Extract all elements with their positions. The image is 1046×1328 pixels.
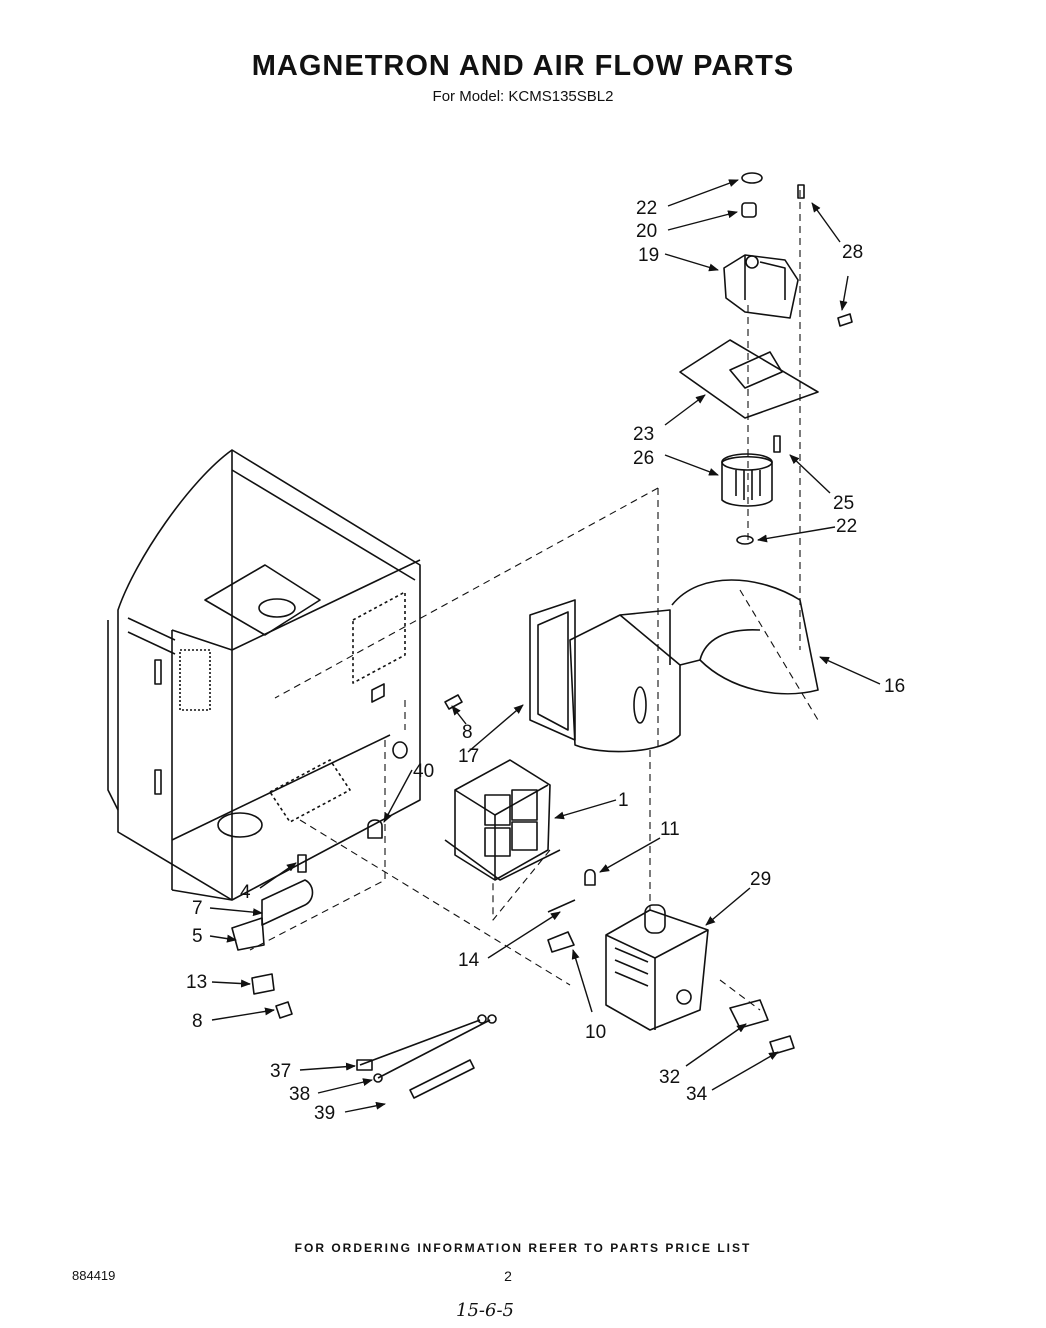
- wire-leads: [356, 1014, 497, 1099]
- document-number: 884419: [72, 1268, 116, 1283]
- callout-16: 16: [884, 676, 905, 697]
- callout-28: 28: [842, 242, 863, 263]
- magnetron: [605, 904, 769, 1031]
- air-duct: [529, 579, 819, 753]
- callout-29: 29: [750, 869, 771, 890]
- callout-1: 1: [618, 790, 629, 811]
- callout-8-top: 8: [462, 722, 473, 743]
- callout-22-top: 22: [636, 198, 657, 219]
- assembly-lines: [249, 190, 819, 1011]
- callout-7: 7: [192, 898, 203, 919]
- callout-5: 5: [192, 926, 203, 947]
- ordering-note: FOR ORDERING INFORMATION REFER TO PARTS …: [294, 1241, 752, 1255]
- fan-motor-assembly: [679, 172, 853, 545]
- callout-8-bottom: 8: [192, 1011, 203, 1032]
- page-title: MAGNETRON AND AIR FLOW PARTS: [251, 50, 795, 82]
- oven-cabinet: [107, 449, 421, 901]
- callout-14: 14: [458, 950, 480, 971]
- callout-26: 26: [633, 448, 654, 469]
- model-subtitle: For Model: KCMS135SBL2: [432, 88, 614, 105]
- small-parts: [231, 694, 795, 1055]
- callout-40: 40: [413, 761, 434, 782]
- callout-34: 34: [686, 1084, 708, 1105]
- callout-37: 37: [270, 1061, 291, 1082]
- callout-19: 19: [638, 245, 659, 266]
- callout-32: 32: [659, 1067, 680, 1088]
- callout-11: 11: [660, 819, 680, 840]
- handwritten-note: 15-6-5: [456, 1300, 514, 1321]
- page-number: 2: [504, 1268, 512, 1284]
- callout-10: 10: [585, 1022, 606, 1043]
- leader-lines: [209, 179, 881, 1113]
- callout-labels: 22 20 19 28 23 26 25 22 16 8 17 40 1 11 …: [186, 198, 905, 1124]
- callout-38: 38: [289, 1084, 310, 1105]
- transformer: [444, 759, 561, 881]
- callout-17: 17: [458, 746, 479, 767]
- callout-20: 20: [636, 221, 657, 242]
- callout-39: 39: [314, 1103, 335, 1124]
- callout-25: 25: [833, 493, 854, 514]
- callout-13: 13: [186, 972, 207, 993]
- callout-22-bottom: 22: [836, 516, 857, 537]
- callout-23: 23: [633, 424, 654, 445]
- callout-4: 4: [240, 882, 251, 903]
